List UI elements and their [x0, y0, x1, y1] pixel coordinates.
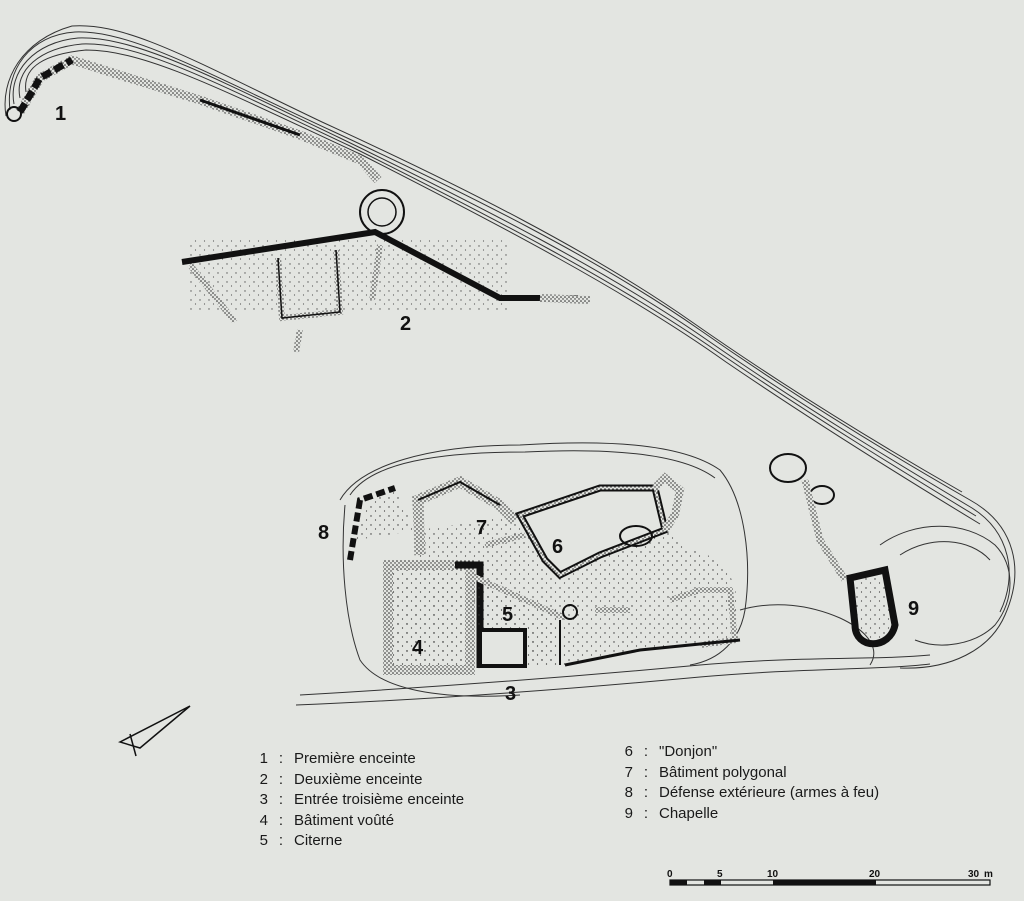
legend-number: 8 [624, 784, 633, 801]
scale-unit: m [984, 869, 993, 880]
legend-item: 2: Deuxième enceinte [252, 770, 464, 791]
legend-separator: : [278, 811, 284, 829]
legend-item: 6: "Donjon" [617, 742, 879, 763]
legend-separator: : [278, 791, 284, 808]
site-label-6: 6 [552, 536, 563, 558]
legend-number: 6 [624, 743, 633, 760]
legend-label: Défense extérieure (armes à feu) [659, 784, 880, 801]
scale-tick-30: 30 [968, 869, 980, 880]
legend-separator: : [278, 750, 284, 767]
site-label-3: 3 [505, 683, 516, 705]
legend-item: 4: Bâtiment voûté [252, 811, 464, 832]
legend-label: Bâtiment voûté [294, 811, 395, 829]
legend-item: 5: Citerne [252, 831, 464, 852]
scale-tick-20: 20 [869, 869, 881, 880]
third-enceinte [347, 472, 741, 675]
legend-separator: : [643, 763, 649, 781]
site-number-labels: 1 2 3 4 5 6 7 8 9 [55, 103, 919, 705]
chapel [769, 453, 899, 648]
legend-label: Bâtiment polygonal [659, 763, 787, 781]
legend-number: 1 [259, 750, 268, 767]
legend-number: 2 [259, 770, 268, 788]
legend-item: 9: Chapelle [617, 804, 879, 825]
legend-item: 1: Première enceinte [252, 749, 464, 770]
legend-separator: : [278, 832, 284, 849]
terrain-contours [4, 25, 1016, 706]
legend-separator: : [643, 784, 649, 801]
legend-label: Première enceinte [294, 750, 416, 767]
site-label-1: 1 [55, 103, 66, 125]
site-label-2: 2 [400, 313, 411, 335]
legend-number: 5 [259, 832, 268, 849]
legend-label: Deuxième enceinte [294, 770, 423, 788]
legend-label: "Donjon" [659, 743, 718, 760]
legend-item: 8: Défense extérieure (armes à feu) [617, 783, 879, 804]
scale-tick-10: 10 [767, 869, 779, 880]
legend-left-column: 1:Première enceinte 2:Deuxième enceinte … [252, 749, 464, 852]
scale-tick-5: 5 [717, 869, 723, 880]
legend-label: Chapelle [659, 804, 719, 822]
north-arrow-icon [118, 705, 191, 757]
site-label-9: 9 [908, 598, 919, 620]
legend-label: Citerne [294, 832, 343, 849]
legend-number: 4 [259, 811, 268, 829]
legend-number: 7 [624, 763, 633, 781]
legend-separator: : [643, 743, 649, 760]
site-label-7: 7 [476, 517, 487, 539]
legend-number: 9 [624, 804, 633, 822]
first-enceinte-wall [6, 55, 405, 235]
legend-separator: : [278, 770, 284, 788]
site-label-8: 8 [318, 522, 329, 544]
legend-item: 7: Bâtiment polygonal [617, 763, 879, 784]
legend-separator: : [643, 804, 649, 822]
legend-right-column: 6: "Donjon" 7: Bâtiment polygonal 8: Défens… [617, 742, 879, 824]
legend-label: Entrée troisième enceinte [294, 791, 465, 808]
site-label-5: 5 [502, 604, 513, 626]
scale-tick-0: 0 [667, 869, 673, 880]
site-label-4: 4 [412, 637, 424, 659]
legend-item: 3: Entrée troisième enceinte [252, 790, 464, 811]
legend-number: 3 [259, 791, 268, 808]
second-enceinte [181, 228, 591, 353]
scale-bar: 0 5 10 20 30 m [667, 869, 993, 886]
